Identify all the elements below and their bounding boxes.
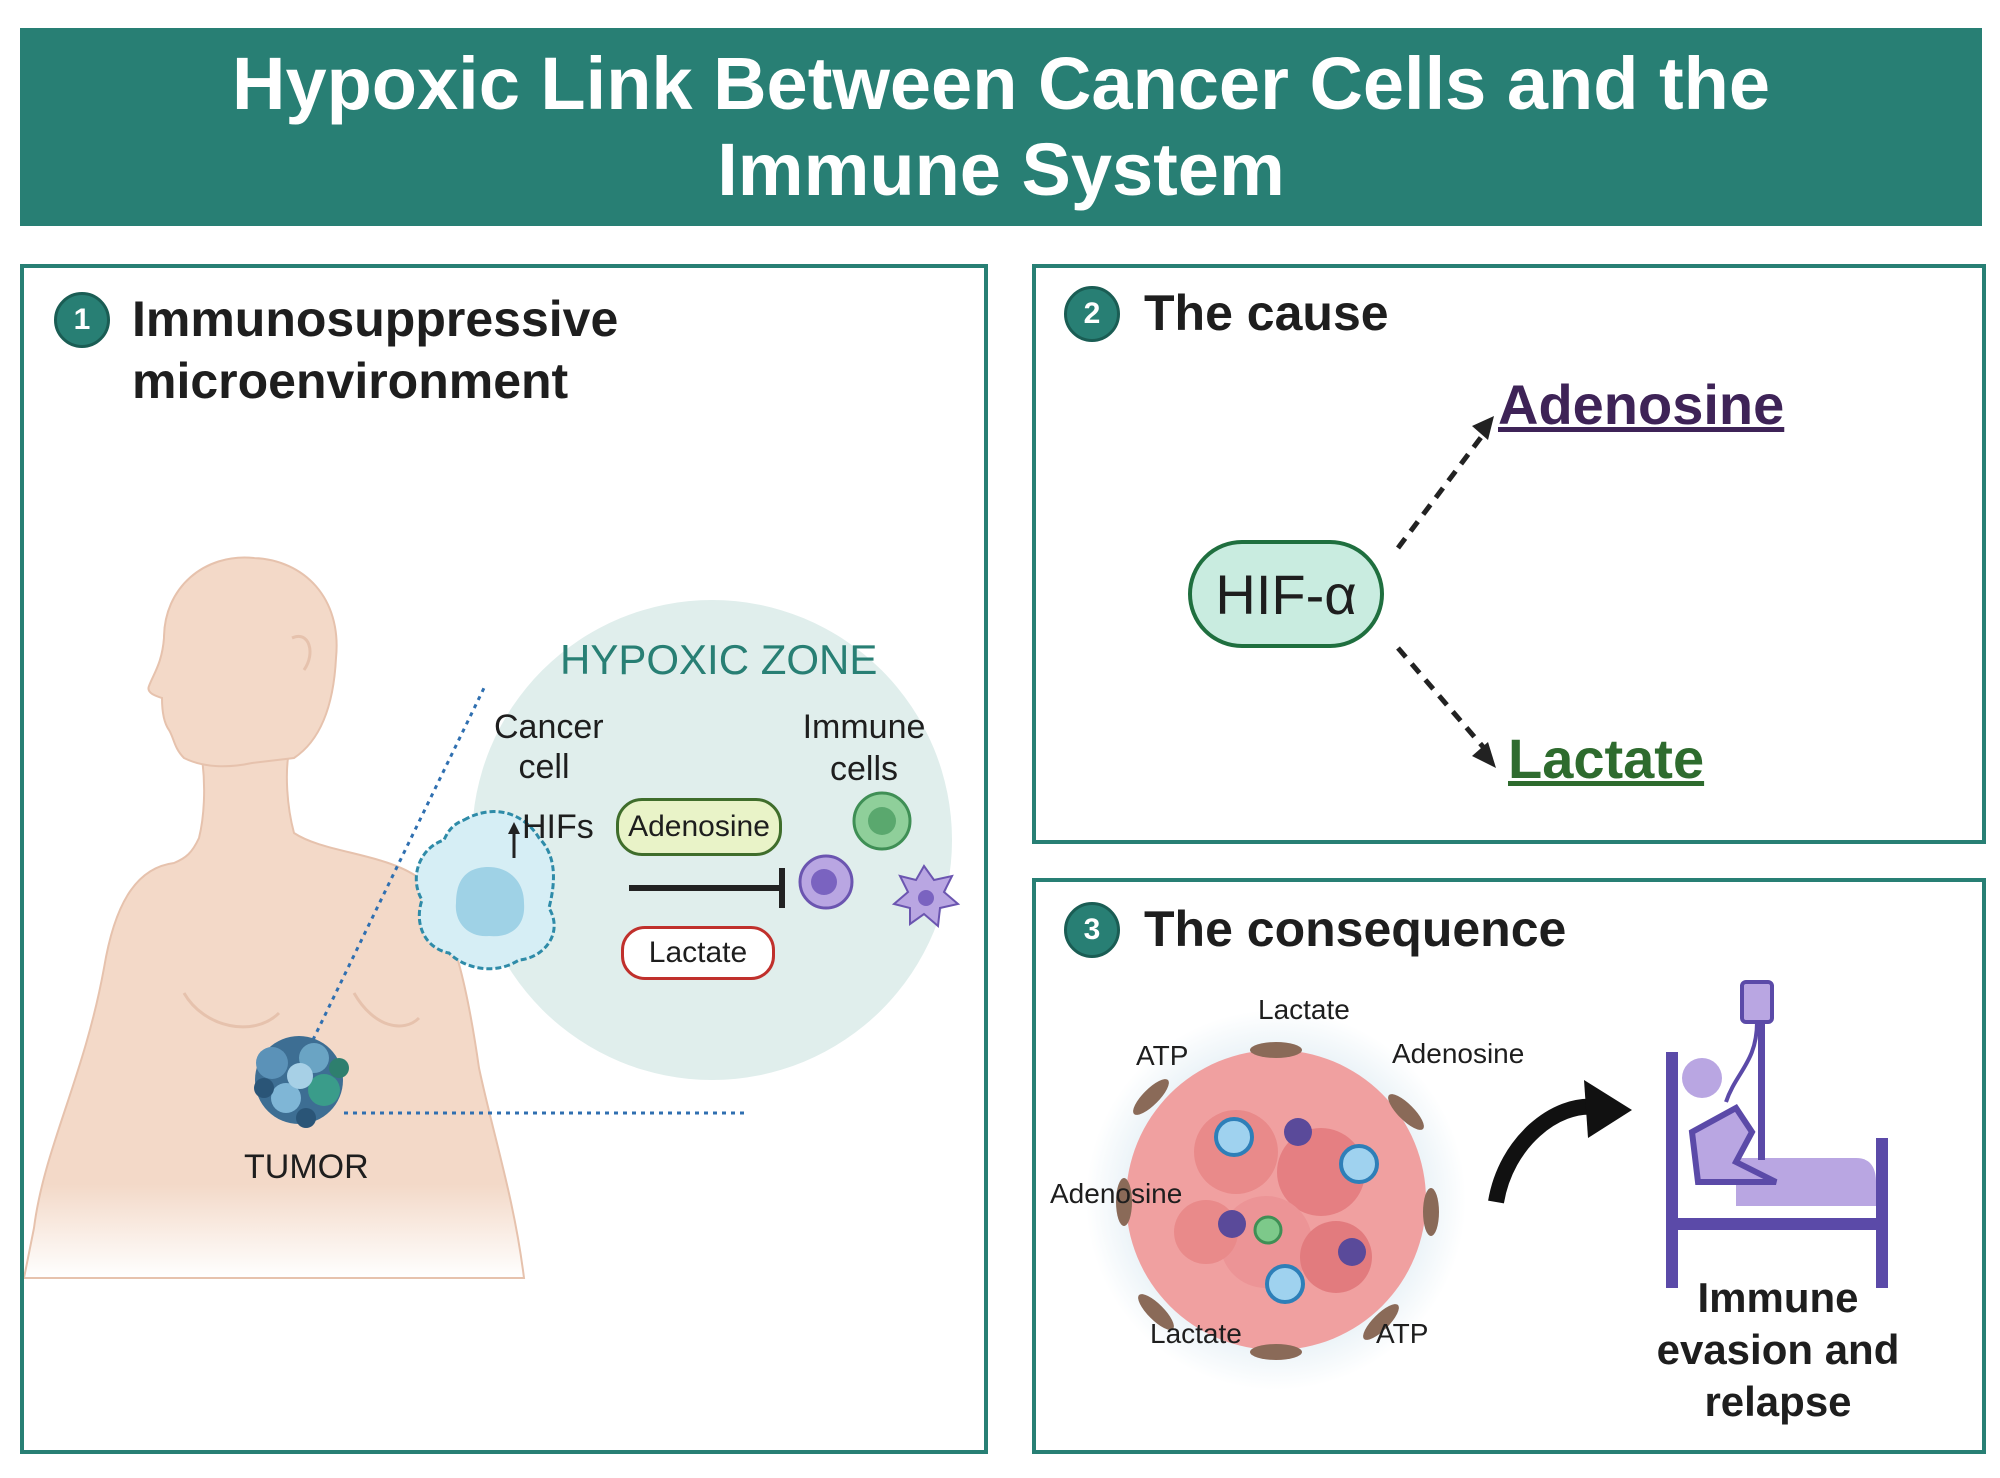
arrowhead-lactate <box>1472 742 1496 768</box>
cancer-cell-label-line-1: Cancer <box>494 708 604 746</box>
label-lactate-top: Lactate <box>1258 994 1350 1025</box>
immune-cells-label-line-1: Immune <box>802 708 926 746</box>
step-badge-1: 1 <box>54 292 110 348</box>
panel2-title: The cause <box>1144 285 1389 341</box>
arrow-to-adenosine <box>1396 434 1484 550</box>
label-adenosine-left: Adenosine <box>1050 1178 1183 1209</box>
arrowhead-adenosine <box>1472 416 1494 440</box>
tumor-icon <box>254 1036 349 1128</box>
label-adenosine-top: Adenosine <box>1392 1038 1525 1069</box>
panel-the-consequence: 3 The consequence <box>1032 878 1986 1454</box>
immune-cells-label-line-2: cells <box>829 750 899 788</box>
adenosine-pill: Adenosine <box>616 798 782 856</box>
label-atp-top: ATP <box>1136 1040 1189 1071</box>
human-body <box>24 556 526 1279</box>
immune-cells-icon <box>798 791 961 928</box>
panel-immunosuppressive-microenvironment: 1 Immunosuppressive microenvironment <box>20 264 988 1454</box>
label-atp-bottom: ATP <box>1376 1318 1429 1349</box>
consequence-diagram <box>1086 980 1888 1390</box>
step-badge-3: 3 <box>1064 902 1120 958</box>
cause-diagram <box>1396 416 1496 768</box>
patient-in-bed-icon <box>1666 980 1888 1288</box>
lactate-node: Lactate <box>1508 727 1705 790</box>
tumor-label: TUMOR <box>244 1148 369 1186</box>
label-lactate-bottom: Lactate <box>1150 1318 1242 1349</box>
hypoxic-zone-label: HYPOXIC ZONE <box>560 636 878 683</box>
outcome-line-3: relapse <box>1704 1378 1852 1425</box>
body-illustration <box>24 556 961 1279</box>
panel1-title-line-1: Immunosuppressive <box>132 291 619 347</box>
outcome-line-1: Immune <box>1697 1274 1859 1321</box>
curved-arrowhead <box>1584 1080 1632 1138</box>
title-banner: Hypoxic Link Between Cancer Cells and th… <box>20 28 1982 226</box>
step-badge-2: 2 <box>1064 286 1120 342</box>
panel1-title-line-2: microenvironment <box>132 353 569 409</box>
cancer-cell-icon <box>414 810 556 971</box>
lactate-pill: Lactate <box>621 926 775 980</box>
title-line-2: Immune System <box>717 128 1285 211</box>
panel3-title: The consequence <box>1144 901 1567 957</box>
cancer-cell-label-line-2: cell <box>518 748 570 786</box>
zoom-line-top <box>307 687 486 1049</box>
tumor-microenvironment-icon <box>1086 1010 1466 1390</box>
adenosine-node: Adenosine <box>1498 373 1785 436</box>
curved-arrow <box>1488 1098 1597 1204</box>
hifs-label: HIFs <box>522 808 594 846</box>
arrow-to-lactate <box>1396 646 1486 750</box>
panel-the-cause: 2 The cause HIF-α Adenosine Lactate <box>1032 264 1986 844</box>
title-line-1: Hypoxic Link Between Cancer Cells and th… <box>232 42 1770 125</box>
outcome-line-2: evasion and <box>1656 1326 1900 1373</box>
hif-alpha-node: HIF-α <box>1188 540 1384 648</box>
